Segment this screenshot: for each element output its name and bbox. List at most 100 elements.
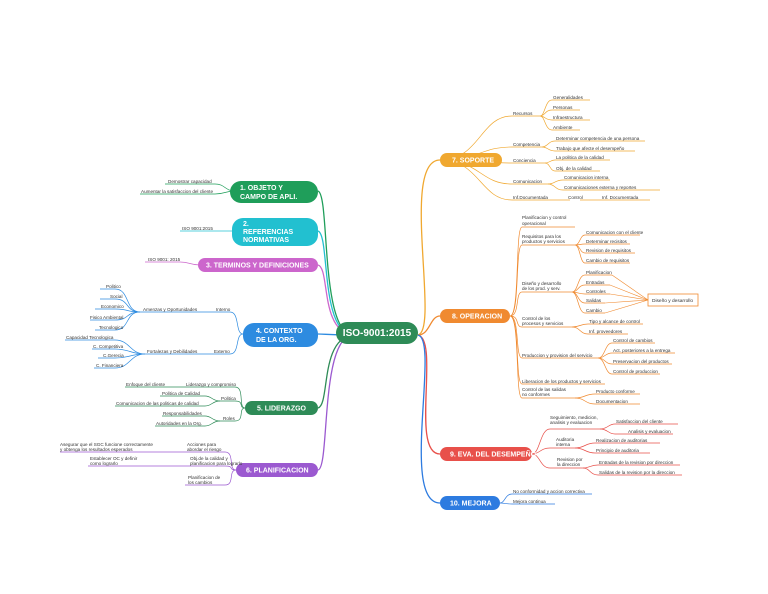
leaf-text: Cambio xyxy=(586,308,602,313)
branch-evaluacion-label: 9. EVA. DEL DESEMPEÑO xyxy=(450,450,537,459)
branch-operacion-node[interactable] xyxy=(440,309,510,323)
leaf-text: Tecnologico xyxy=(99,325,124,330)
leaf-text: Trabajo que afecte el desempeño xyxy=(556,146,625,151)
leaf-text: Aumentar la satisfaccion del cliente xyxy=(141,189,213,194)
branch-operacion-label: 8. OPERACION xyxy=(452,314,502,321)
leaf-text: Autoridades en la Org. xyxy=(156,421,202,426)
leaf-text: Planificacion xyxy=(586,270,612,275)
branch-terminos-label: 3. TERMINOS Y DEFINICIONES xyxy=(206,263,309,270)
sub-text: Roles xyxy=(223,416,235,421)
leaf-text: Control de cambios xyxy=(613,338,653,343)
leaf-text: Determinar competencia de una persona xyxy=(556,136,640,141)
leaf-text: Tipo y alcance de control xyxy=(589,319,640,324)
sub-text: Planificacion de xyxy=(188,475,221,480)
leaf-text: Analisis y evaluacion xyxy=(628,429,671,434)
sub-text: productos y servicios xyxy=(522,239,566,244)
leaf-text: y obtenga los resultados esperados xyxy=(60,447,133,452)
center-node[interactable] xyxy=(336,322,418,344)
leaf-text: Comunicaciones externa y reportes xyxy=(564,185,637,190)
branch-liderazgo-node[interactable] xyxy=(245,401,318,415)
branch-mejora-node[interactable] xyxy=(440,496,500,510)
branch-terminos-node[interactable] xyxy=(198,258,318,272)
leaf-text: Demostrar capacidad xyxy=(168,179,212,184)
sub-text: Politica xyxy=(221,396,236,401)
leaf-text: Cambio de requisitos xyxy=(586,258,630,263)
sub-text: Control de los xyxy=(522,316,551,321)
leaf-text: Enfoque del cliente xyxy=(126,382,166,387)
sub-text: Diseño y desarrollo xyxy=(522,281,562,286)
leaf-text: Politica de Calidad xyxy=(162,391,200,396)
leaf-text: Generalidades xyxy=(553,95,584,100)
leaf-text: Obj. de la calidad xyxy=(556,166,592,171)
sub-text: la direccion xyxy=(557,462,581,467)
leaf-text: Politico xyxy=(106,284,121,289)
sub-text: planificacion para lograrlo xyxy=(190,461,243,466)
leaf-text: Economico xyxy=(101,304,124,309)
sub-text: Inf.Documentada xyxy=(513,195,548,200)
leaf-text: Entradas de la revision por direccion xyxy=(599,460,674,465)
sub-text: los cambios xyxy=(188,480,213,485)
leaf-text: Capacidad Tecnologica xyxy=(66,335,114,340)
sub-text: abordar el riesgo xyxy=(187,447,222,452)
sub-text: Control xyxy=(568,195,583,200)
sub-text: Control de las salidas xyxy=(522,387,567,392)
leaf-text: Infraestructura xyxy=(553,115,583,120)
branch-contexto-label-2: DE LA ORG. xyxy=(256,337,297,344)
sub-text: Revision por xyxy=(557,457,583,462)
sub-text: Conciencia xyxy=(513,158,536,163)
sub-text: Obj.de la calidad y xyxy=(190,456,228,461)
sub-text: Requisitos para los xyxy=(522,234,562,239)
sub-text: analisis y evaluacion xyxy=(550,420,593,425)
sub-text: interna xyxy=(556,442,570,447)
leaf-text: Personas xyxy=(553,105,573,110)
leaf-text: Salidas xyxy=(586,298,602,303)
diseno-desarrollo-label: Diseño y desarrollo xyxy=(652,298,693,304)
leaf-text: Social xyxy=(110,294,123,299)
branch-soporte-label: 7. SOPORTE xyxy=(452,158,494,165)
branch-referencias-label-2: REFERENCIAS xyxy=(243,229,294,236)
sub-text: Liberacion de los productos y servicios xyxy=(522,379,602,384)
branch-liderazgo-label: 5. LIDERAZGO xyxy=(257,406,307,413)
leaf-text: Mejora continua xyxy=(513,499,546,504)
sub-text: Acciones para xyxy=(187,442,217,447)
center-label: ISO-9001:2015 xyxy=(343,328,412,339)
branch-soporte-node[interactable] xyxy=(440,153,502,167)
branch-objeto-label-1: 1. OBJETO Y xyxy=(240,185,283,192)
sub-text: Seguimiento, medicion, xyxy=(550,415,598,420)
leaf-text: Controles xyxy=(586,289,606,294)
sub-text: Competencia xyxy=(513,142,541,147)
leaf-text: Entradas xyxy=(586,280,605,285)
leaf-text: Satisfaccion del cliente xyxy=(616,419,663,424)
sub-text: operacional xyxy=(522,221,546,226)
sub-text: Interno xyxy=(216,307,231,312)
leaf-text: Revision de requisitos xyxy=(586,248,632,253)
sub-text: no conformes xyxy=(522,392,551,397)
branch-objeto-node[interactable] xyxy=(230,181,318,203)
sub-text: Externo xyxy=(214,349,230,354)
leaf-text: Preservacion del productos xyxy=(613,359,669,364)
leaf-text: Fisico Ambiental xyxy=(90,315,123,320)
leaf-text: C.Gerecia xyxy=(103,353,124,358)
leaf-text: No conformidad y accion correctiva xyxy=(513,489,585,494)
branch-evaluacion-node[interactable] xyxy=(440,447,532,461)
branch-contexto-node[interactable] xyxy=(243,323,318,347)
sub-text: Comunicacion xyxy=(513,179,543,184)
leaf-text: Ambiente xyxy=(553,125,573,130)
branch-referencias-label-3: NORMATIVAS xyxy=(243,237,289,244)
leaf-text: como lograrlo xyxy=(90,461,118,466)
leaf-text: Principio de auditoria xyxy=(596,448,639,453)
diseno-desarrollo-box[interactable] xyxy=(647,293,699,307)
leaf-text: Inf. Documentada xyxy=(602,195,639,200)
sub-text: Recursos xyxy=(513,111,533,116)
leaf-text: Determinar recisitos xyxy=(586,239,628,244)
leaf-text: La politica de la calidad xyxy=(556,155,604,160)
sub-text: Liderazgo y compromiso xyxy=(186,382,236,387)
leaf-text: Producto conforme xyxy=(596,389,635,394)
leaf-text: Inf. proveedores xyxy=(589,329,623,334)
branch-referencias-node[interactable] xyxy=(232,218,318,246)
sub-text: Auditoria xyxy=(556,437,575,442)
branch-contexto-label-1: 4. CONTEXTO xyxy=(256,328,303,335)
leaf-text: Realizacion de auditorias xyxy=(596,438,648,443)
branch-planificacion-node[interactable] xyxy=(236,463,318,477)
